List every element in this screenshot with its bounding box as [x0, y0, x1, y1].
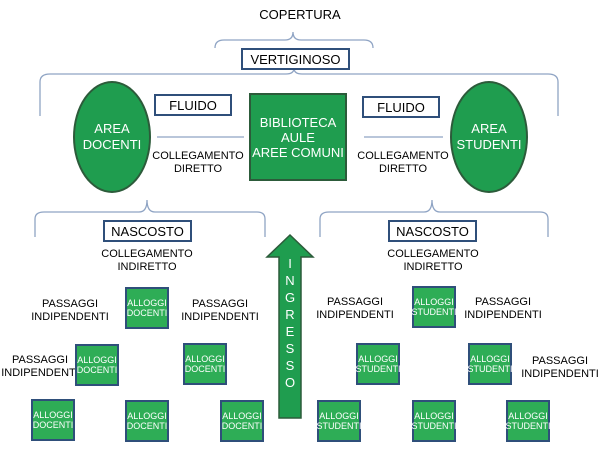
area-docenti-node: AREA DOCENTI: [73, 81, 151, 193]
passaggi-label-6: PASSAGGI INDIPENDENTI: [521, 355, 599, 380]
area-studenti-label: AREA STUDENTI: [456, 121, 522, 152]
alloggi-studenti-label: ALLOGGI STUDENTI: [411, 297, 457, 317]
nascosto-right-label: NASCOSTO: [396, 223, 469, 239]
nascosto-left-box: NASCOSTO: [103, 220, 192, 242]
area-docenti-label: AREA DOCENTI: [82, 121, 142, 152]
biblioteca-node: BIBLIOTECA AULE AREE COMUNI: [249, 93, 347, 181]
alloggi-docenti-label: ALLOGGI DOCENTI: [221, 411, 263, 431]
collegamento-diretto-right: COLLEGAMENTO DIRETTO: [357, 150, 449, 175]
biblioteca-label: BIBLIOTECA AULE AREE COMUNI: [252, 114, 344, 160]
alloggi-docenti-label: ALLOGGI DOCENTI: [126, 411, 168, 431]
alloggi-studenti-label: ALLOGGI STUDENTI: [355, 354, 401, 374]
area-studenti-node: AREA STUDENTI: [450, 81, 528, 193]
alloggi-studenti-label: ALLOGGI STUDENTI: [316, 411, 362, 431]
alloggi-studenti-4: ALLOGGI STUDENTI: [316, 400, 362, 442]
alloggi-studenti-label: ALLOGGI STUDENTI: [467, 354, 513, 374]
fluido-right-box: FLUIDO: [362, 96, 440, 118]
alloggi-docenti-6: ALLOGGI DOCENTI: [220, 400, 264, 442]
alloggi-studenti-5: ALLOGGI STUDENTI: [411, 400, 457, 442]
fluido-right-label: FLUIDO: [377, 99, 425, 115]
alloggi-studenti-3: ALLOGGI STUDENTI: [467, 343, 513, 385]
alloggi-docenti-3: ALLOGGI DOCENTI: [183, 343, 227, 385]
alloggi-docenti-2: ALLOGGI DOCENTI: [75, 344, 119, 386]
nascosto-left-label: NASCOSTO: [111, 223, 184, 239]
passaggi-label-1: PASSAGGI INDIPENDENTI: [31, 298, 109, 323]
alloggi-docenti-label: ALLOGGI DOCENTI: [126, 298, 168, 318]
alloggi-studenti-label: ALLOGGI STUDENTI: [411, 411, 457, 431]
fluido-left-label: FLUIDO: [169, 97, 217, 113]
fluido-left-box: FLUIDO: [154, 94, 232, 116]
passaggi-label-5: PASSAGGI INDIPENDENTI: [464, 296, 542, 321]
vertiginoso-box: VERTIGINOSO: [241, 48, 350, 70]
copertura-label: COPERTURA: [259, 7, 341, 22]
alloggi-docenti-label: ALLOGGI DOCENTI: [32, 410, 74, 430]
nascosto-right-box: NASCOSTO: [388, 220, 477, 242]
vertiginoso-label: VERTIGINOSO: [250, 51, 341, 67]
collegamento-indiretto-right: COLLEGAMENTO INDIRETTO: [387, 248, 479, 273]
ingresso-label: I N G R E S S O: [284, 256, 296, 390]
alloggi-studenti-2: ALLOGGI STUDENTI: [355, 343, 401, 385]
alloggi-docenti-4: ALLOGGI DOCENTI: [31, 399, 75, 441]
passaggi-label-4: PASSAGGI INDIPENDENTI: [316, 296, 394, 321]
ingresso-arrow: [265, 233, 315, 419]
collegamento-diretto-left: COLLEGAMENTO DIRETTO: [152, 150, 244, 175]
alloggi-docenti-label: ALLOGGI DOCENTI: [76, 355, 118, 375]
alloggi-docenti-1: ALLOGGI DOCENTI: [125, 287, 169, 329]
passaggi-label-3: PASSAGGI INDIPENDENTI: [1, 354, 79, 379]
alloggi-studenti-6: ALLOGGI STUDENTI: [505, 400, 551, 442]
alloggi-docenti-5: ALLOGGI DOCENTI: [125, 400, 169, 442]
alloggi-studenti-label: ALLOGGI STUDENTI: [505, 411, 551, 431]
collegamento-indiretto-left: COLLEGAMENTO INDIRETTO: [101, 248, 193, 273]
alloggi-studenti-1: ALLOGGI STUDENTI: [411, 286, 457, 328]
passaggi-label-2: PASSAGGI INDIPENDENTI: [181, 298, 259, 323]
alloggi-docenti-label: ALLOGGI DOCENTI: [184, 354, 226, 374]
